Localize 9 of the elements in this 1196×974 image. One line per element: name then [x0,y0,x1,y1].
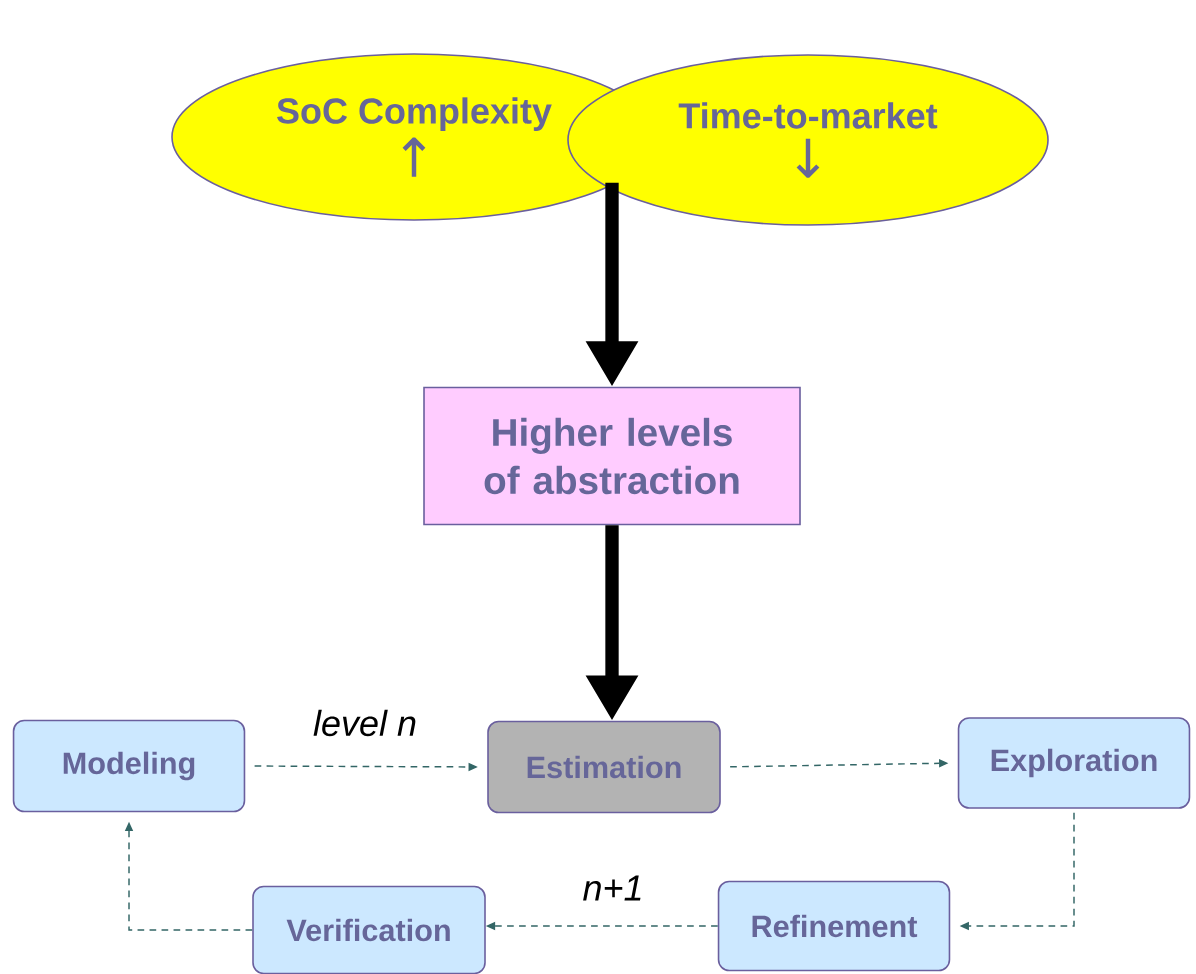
process-box: Estimation [487,720,721,814]
process-box: Exploration [957,717,1191,809]
process-box: Verification [252,885,486,974]
edge-label: n+1 [581,874,645,902]
concept-box: Higher levels of abstraction [423,386,801,526]
process-box: Refinement [717,880,951,972]
edge-label: level n [311,708,419,738]
ellipse-bubble: Time-to-market ↓ [567,54,1049,226]
process-box: Modeling [12,719,246,813]
